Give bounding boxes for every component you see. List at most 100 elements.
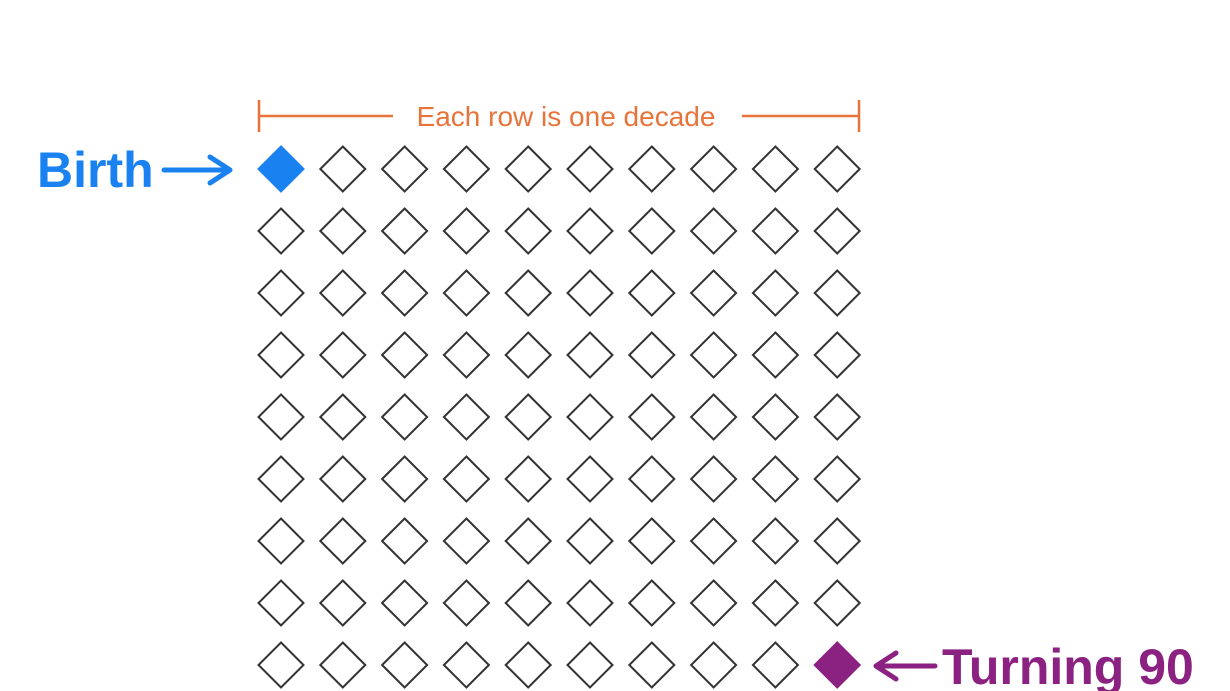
diamond-icon <box>627 455 676 503</box>
birth-label: Birth <box>37 142 154 198</box>
diamond-icon <box>813 331 862 379</box>
diamond-icon <box>751 393 800 441</box>
diamond-icon <box>504 517 553 565</box>
diamond-icon <box>257 331 305 379</box>
diamond-icon <box>566 579 614 627</box>
diamond-icon <box>380 641 429 689</box>
diamond-icon <box>257 393 305 441</box>
diamond-icon <box>689 393 738 441</box>
diamond-icon <box>504 641 553 689</box>
diamond-icon <box>257 579 305 627</box>
birth-marker: Birth <box>37 142 233 198</box>
diamond-icon <box>380 145 429 193</box>
diamond-icon <box>627 393 676 441</box>
diamond-icon <box>442 145 491 193</box>
diamond-icon <box>318 641 367 689</box>
diamond-icon <box>689 145 738 193</box>
diamond-icon <box>504 207 553 255</box>
diamond-icon <box>813 207 862 255</box>
diamond-icon <box>442 517 491 565</box>
diamond-icon <box>380 269 429 317</box>
diamond-icon <box>813 269 862 317</box>
diamond-icon <box>566 641 614 689</box>
diamond-icon <box>813 393 862 441</box>
diamond-icon <box>504 455 553 503</box>
diamond-icon <box>689 455 738 503</box>
diamond-icon <box>566 207 614 255</box>
diamond-icon <box>318 331 367 379</box>
diamond-icon <box>566 269 614 317</box>
diamond-icon <box>380 579 429 627</box>
diamond-icon <box>442 331 491 379</box>
diamond-icon <box>257 517 305 565</box>
diamond-icon <box>318 517 367 565</box>
diamond-icon <box>813 579 862 627</box>
diamond-icon <box>751 641 800 689</box>
diamond-icon <box>257 641 305 689</box>
diamond-icon <box>504 579 553 627</box>
diamond-icon <box>813 145 862 193</box>
diamond-icon <box>627 207 676 255</box>
diamond-icon <box>318 455 367 503</box>
diamond-icon <box>751 207 800 255</box>
diamond-icon <box>442 641 491 689</box>
diamond-icon <box>257 269 305 317</box>
diamond-icon <box>380 393 429 441</box>
diamond-icon <box>566 393 614 441</box>
diamond-icon <box>257 455 305 503</box>
diamond-icon <box>627 331 676 379</box>
diamond-icon <box>318 207 367 255</box>
left-arrow-icon <box>873 650 938 682</box>
diamond-icon-birth <box>257 145 305 193</box>
turning-90-marker: Turning 90 <box>873 639 1194 691</box>
diamond-icon <box>751 579 800 627</box>
diamond-icon <box>442 207 491 255</box>
diamond-icon <box>380 517 429 565</box>
diamond-icon <box>566 145 614 193</box>
diamond-icon <box>380 455 429 503</box>
diamond-icon <box>442 579 491 627</box>
diamond-icon <box>689 641 738 689</box>
diamond-icon <box>318 393 367 441</box>
diamond-icon <box>627 641 676 689</box>
diamond-icon <box>627 517 676 565</box>
diamond-icon <box>380 331 429 379</box>
diamond-icon <box>689 269 738 317</box>
turning-90-label: Turning 90 <box>942 639 1194 691</box>
diamond-icon <box>751 517 800 565</box>
diamond-icon <box>627 579 676 627</box>
diamond-icon <box>504 145 553 193</box>
diamond-icon <box>318 269 367 317</box>
diamond-icon <box>627 269 676 317</box>
diamond-icon <box>751 455 800 503</box>
diamond-icon <box>689 331 738 379</box>
diamond-icon <box>442 393 491 441</box>
diamond-icon <box>751 269 800 317</box>
diamond-icon <box>627 145 676 193</box>
diamond-icon <box>566 517 614 565</box>
diamond-icon <box>689 207 738 255</box>
diamond-icon <box>504 331 553 379</box>
right-arrow-icon <box>161 154 233 186</box>
diamond-icon <box>813 455 862 503</box>
diamond-icon <box>504 269 553 317</box>
bracket-label: Each row is one decade <box>417 101 716 132</box>
diamond-icon <box>751 145 800 193</box>
diamond-icon <box>318 579 367 627</box>
diamond-icon-turning-90 <box>813 641 862 689</box>
diamond-icon <box>813 517 862 565</box>
decade-bracket: Each row is one decade <box>257 100 861 132</box>
diamond-icon <box>442 455 491 503</box>
diamond-icon <box>257 207 305 255</box>
diamond-icon <box>566 455 614 503</box>
diamond-icon <box>751 331 800 379</box>
diamond-icon <box>380 207 429 255</box>
diamond-icon <box>318 145 367 193</box>
diamond-icon <box>689 517 738 565</box>
diamond-icon <box>442 269 491 317</box>
diamond-icon <box>566 331 614 379</box>
diamond-icon <box>689 579 738 627</box>
diamond-icon <box>504 393 553 441</box>
